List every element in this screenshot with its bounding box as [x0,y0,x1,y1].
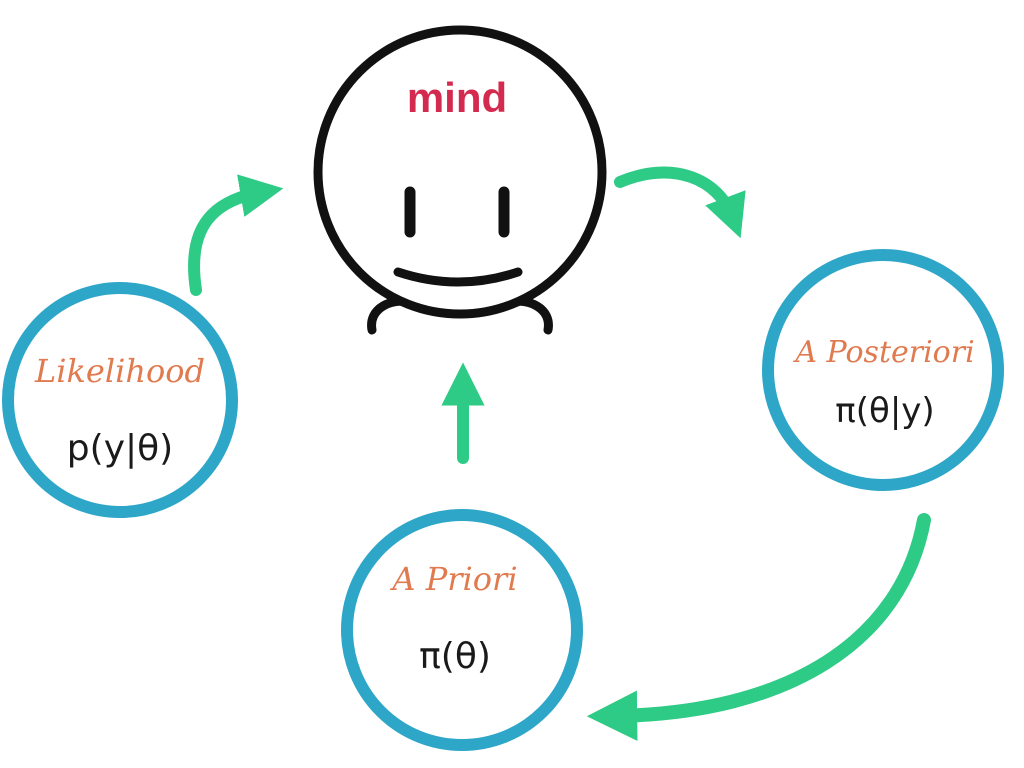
posterior-node: A Posteriori π(θ|y) [762,249,1004,491]
smiling-face-icon [313,25,607,335]
posterior-ring [762,249,1004,491]
arrow-mind-to-posterior [614,166,746,239]
prior-formula: π(θ) [419,636,491,677]
arrow-posterior-to-prior [586,513,931,741]
mind-head: mind [313,25,607,335]
arrow-likelihood-to-mind [188,174,284,296]
prior-ring [341,509,583,751]
mind-label: mind [407,74,507,121]
likelihood-formula: p(y|θ) [67,428,173,469]
likelihood-node: Likelihood p(y|θ) [2,282,238,518]
likelihood-title: Likelihood [34,352,205,390]
head-outline [313,25,607,319]
smile [393,267,523,287]
prior-title: A Priori [389,560,517,598]
prior-node: A Priori π(θ) [341,509,583,751]
posterior-formula: π(θ|y) [835,391,934,431]
likelihood-ring [2,282,238,518]
posterior-title: A Posteriori [792,335,974,370]
